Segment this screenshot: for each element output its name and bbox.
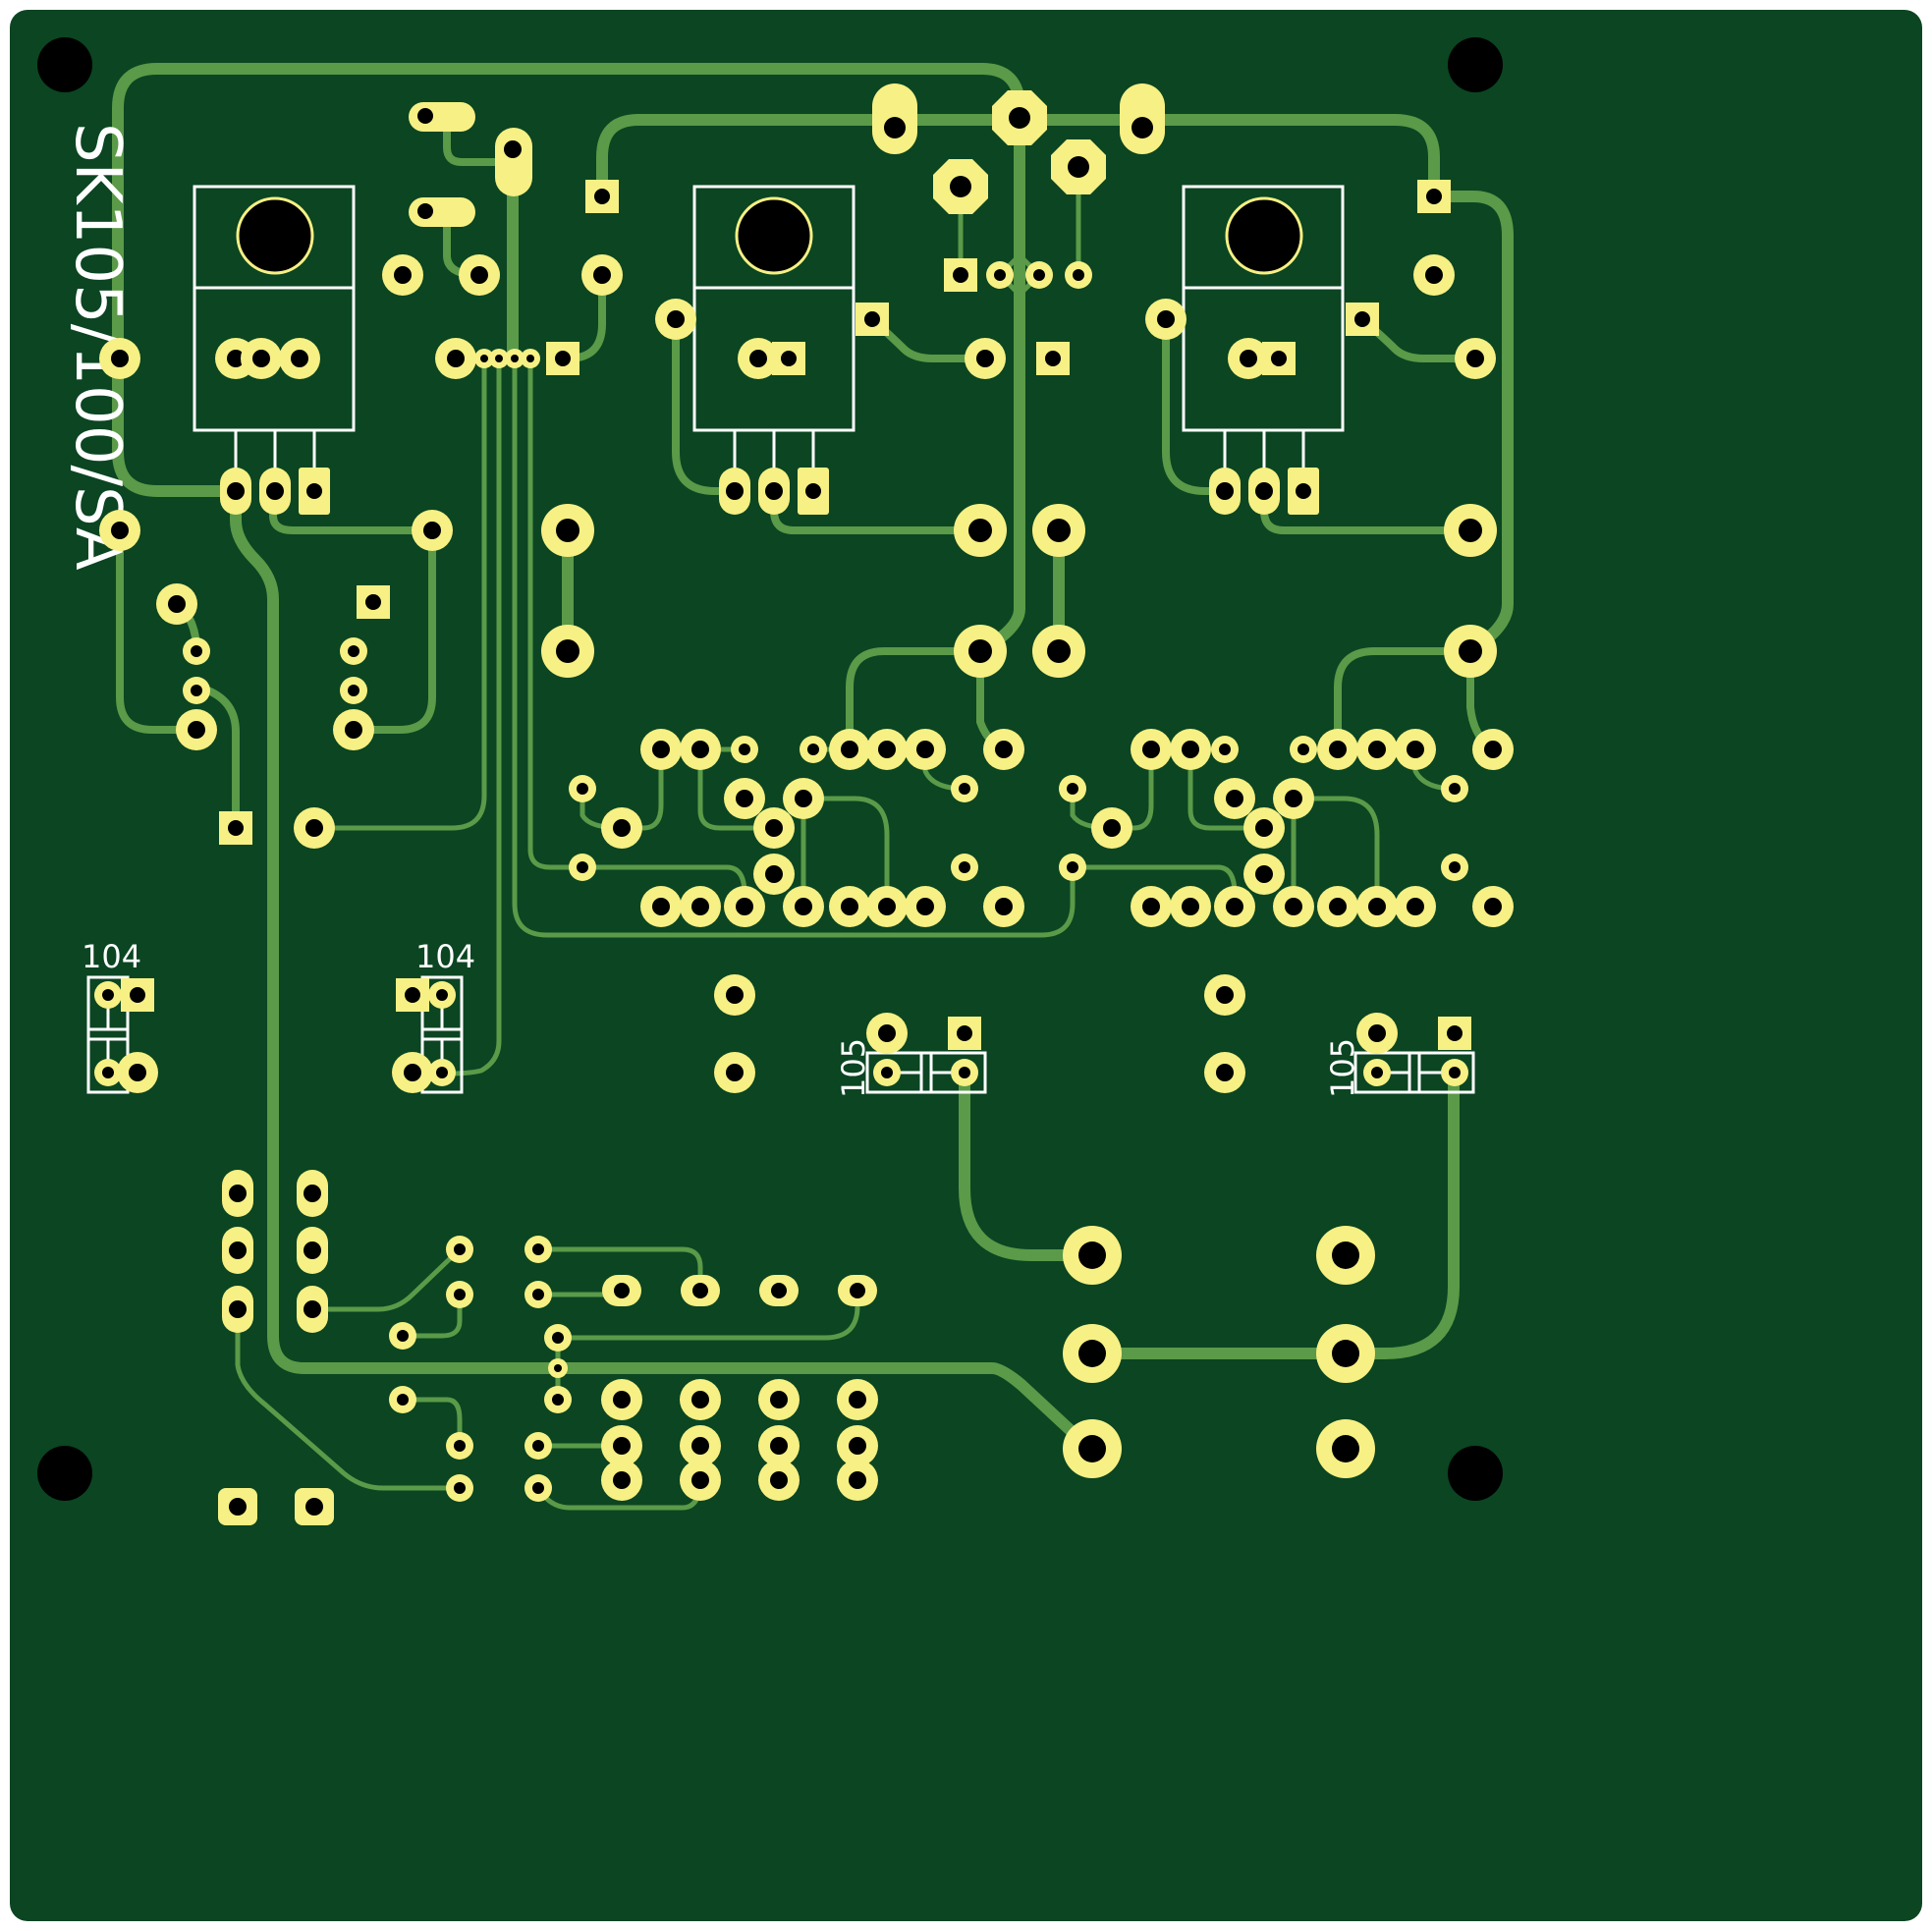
capacitor-label-104-right: 104 xyxy=(415,938,475,975)
mounting-holes xyxy=(37,37,1503,1501)
capacitor-label-104-left: 104 xyxy=(82,938,141,975)
board-substrate xyxy=(10,10,1922,1921)
capacitor-label-105-left: 105 xyxy=(835,1038,872,1098)
capacitor-label-105-right: 105 xyxy=(1324,1038,1361,1098)
silkscreen-outlines xyxy=(86,185,1475,1094)
regulator-mounting-holes xyxy=(236,196,1303,275)
pads xyxy=(94,83,1514,1525)
